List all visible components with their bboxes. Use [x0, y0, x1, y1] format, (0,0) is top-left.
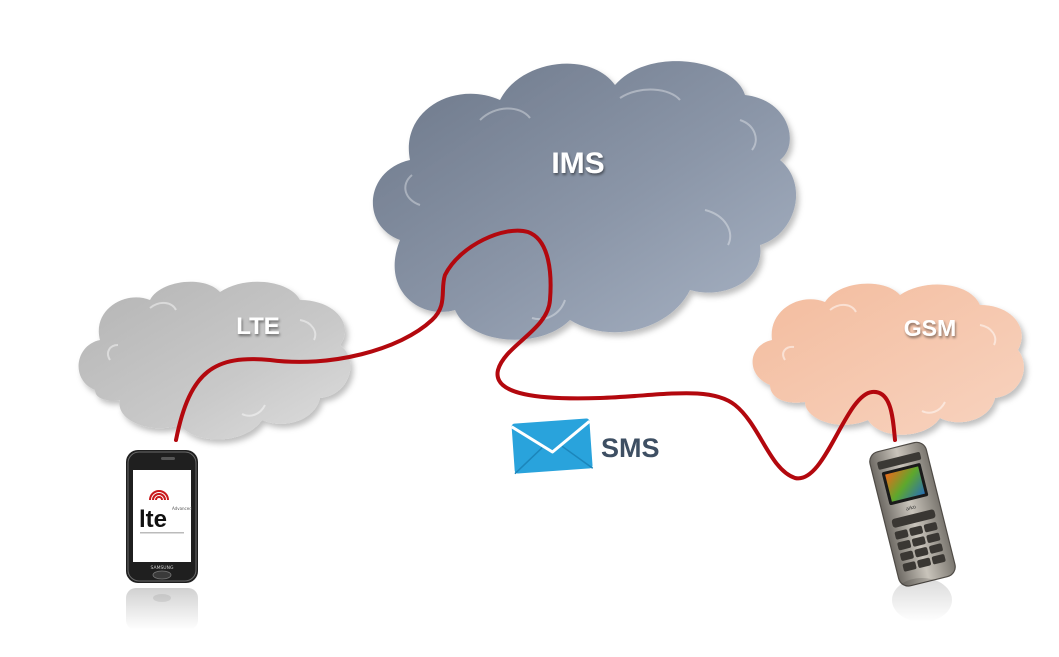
home-button — [152, 570, 172, 580]
smartphone-brand: SAMSUNG — [151, 565, 174, 571]
ims-label: IMS — [551, 147, 604, 180]
feature-phone-device: aiko — [869, 441, 956, 587]
lte-logo: lte Advanced — [139, 490, 192, 534]
smartphone-device: lte Advanced SAMSUNG — [126, 450, 198, 630]
lte-label: LTE — [236, 313, 280, 340]
lte-logo-text: lte — [139, 506, 167, 533]
gsm-label: GSM — [904, 315, 956, 341]
message-route-line — [174, 228, 897, 481]
sms-label: SMS — [601, 433, 660, 463]
lte-cloud: LTE — [78, 281, 351, 440]
keypad — [891, 509, 946, 572]
ims-cloud: IMS — [372, 61, 797, 340]
lte-logo-tm: Advanced — [172, 506, 192, 511]
envelope-icon — [510, 418, 594, 475]
feature-phone-brand: aiko — [905, 504, 916, 512]
sms-message: SMS — [510, 418, 660, 475]
gsm-cloud: GSM — [752, 283, 1024, 435]
